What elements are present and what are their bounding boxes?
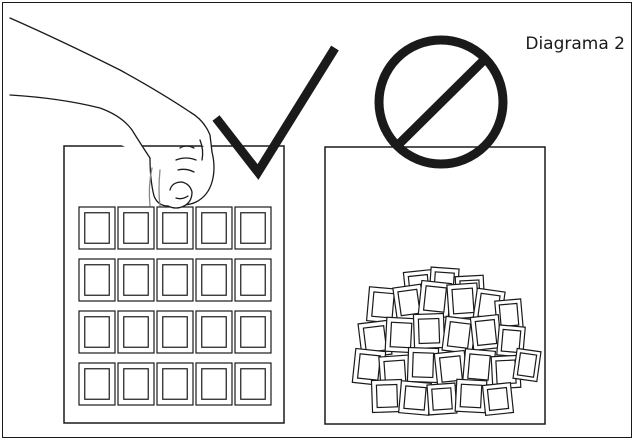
grid-slide bbox=[156, 258, 194, 302]
pile-slide bbox=[351, 347, 387, 387]
slide-pile bbox=[351, 266, 542, 417]
check-mark-icon bbox=[212, 45, 339, 180]
pile-slide bbox=[481, 381, 515, 417]
grid-slide bbox=[156, 362, 194, 406]
grid-slide bbox=[195, 258, 233, 302]
pile-slide bbox=[454, 378, 488, 414]
grid-slide bbox=[234, 206, 272, 250]
grid-slide bbox=[117, 310, 155, 354]
grid-slide bbox=[78, 258, 116, 302]
incorrect-panel bbox=[324, 146, 546, 425]
pile-slide bbox=[412, 312, 446, 350]
grid-slide bbox=[156, 310, 194, 354]
grid-slide bbox=[117, 206, 155, 250]
grid-slide bbox=[117, 258, 155, 302]
pile-slide bbox=[512, 347, 542, 383]
pile-slide bbox=[469, 313, 503, 352]
diagram-title: Diagrama 2 bbox=[525, 34, 625, 54]
prohibited-icon bbox=[374, 35, 508, 169]
pile-slide bbox=[370, 378, 404, 414]
hand-icon bbox=[9, 17, 215, 209]
pile-slide bbox=[398, 380, 432, 416]
grid-slide bbox=[234, 258, 272, 302]
pile-slide bbox=[406, 346, 440, 384]
grid-slide bbox=[195, 362, 233, 406]
grid-slide bbox=[78, 362, 116, 406]
pile-slide bbox=[426, 382, 458, 416]
grid-slide bbox=[195, 206, 233, 250]
grid-slide bbox=[234, 310, 272, 354]
grid-slide bbox=[234, 362, 272, 406]
grid-slide bbox=[78, 310, 116, 354]
grid-slide bbox=[78, 206, 116, 250]
grid-slide bbox=[117, 362, 155, 406]
slide-grid bbox=[78, 206, 272, 406]
grid-slide bbox=[195, 310, 233, 354]
grid-slide bbox=[156, 206, 194, 250]
diagram-frame bbox=[2, 2, 632, 438]
